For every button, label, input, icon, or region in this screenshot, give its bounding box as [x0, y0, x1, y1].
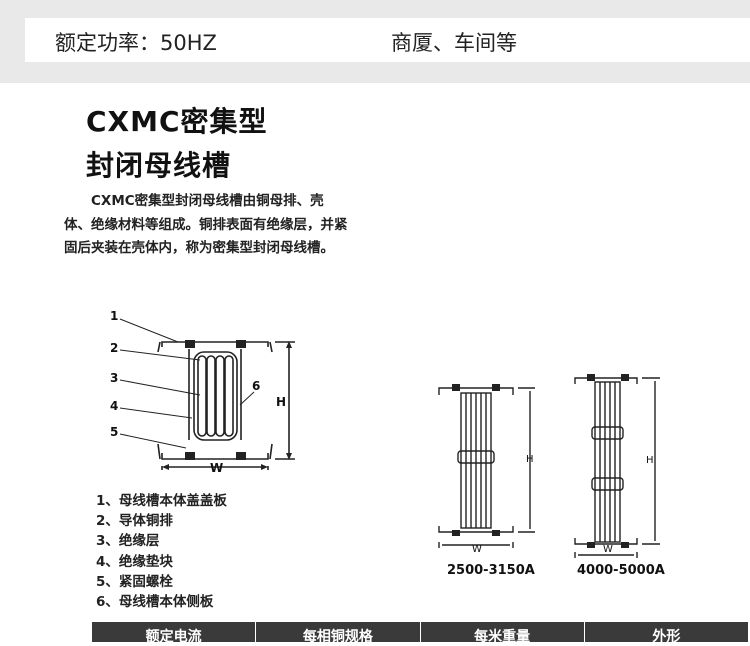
- product-title-line2: 封闭母线槽: [86, 149, 232, 182]
- large-dim-width: W: [603, 544, 613, 555]
- table-header-cell: 每相铜规格: [256, 622, 421, 645]
- callout-2: 2: [110, 341, 118, 355]
- small-dim-height: H: [526, 454, 534, 465]
- small-dim-width: W: [472, 544, 482, 555]
- component-legend: 1、母线槽本体盖盖板 2、导体铜排 3、绝缘层 4、绝缘垫块 5、紧固螺栓 6、…: [96, 491, 227, 612]
- product-title-line1: CXMC密集型: [86, 105, 268, 138]
- product-description: CXMC密集型封闭母线槽由铜母排、壳体、绝缘材料等组成。铜排表面有绝缘层，并紧固…: [64, 190, 349, 261]
- table-header-cell: 额定电流: [92, 622, 257, 645]
- callout-6: 6: [252, 379, 260, 393]
- table-header-cell: 每米重量: [421, 622, 585, 645]
- table-header-cell: 外形: [652, 629, 681, 645]
- callout-5: 5: [110, 425, 118, 439]
- application-text: 商厦、车间等: [391, 31, 517, 55]
- dim-width-label: W: [210, 461, 223, 475]
- callout-4: 4: [110, 399, 118, 413]
- legend-item: 6、母线槽本体侧板: [96, 594, 214, 611]
- legend-item: 3、绝缘层: [96, 533, 160, 550]
- figure-label-large: 4000-5000A: [577, 563, 665, 578]
- figure-label-small: 2500-3150A: [447, 563, 535, 578]
- callout-1: 1: [110, 309, 118, 323]
- rated-frequency-text: 额定功率：50HZ: [55, 31, 217, 55]
- large-dim-height: H: [646, 455, 654, 466]
- header-bar: 额定功率：50HZ 商厦、车间等: [25, 18, 750, 62]
- legend-item: 5、紧固螺栓: [96, 573, 173, 590]
- dim-height-label: H: [276, 395, 286, 409]
- legend-item: 4、绝缘垫块: [96, 553, 173, 570]
- spec-table-header: 额定电流 每相铜规格 每米重量 外形: [92, 622, 748, 645]
- callout-3: 3: [110, 371, 118, 385]
- legend-item: 1、母线槽本体盖盖板: [96, 493, 227, 509]
- product-description-text: CXMC密集型封闭母线槽由铜母排、壳体、绝缘材料等组成。铜排表面有绝缘层，并紧固…: [64, 193, 348, 256]
- legend-item: 2、导体铜排: [96, 513, 173, 530]
